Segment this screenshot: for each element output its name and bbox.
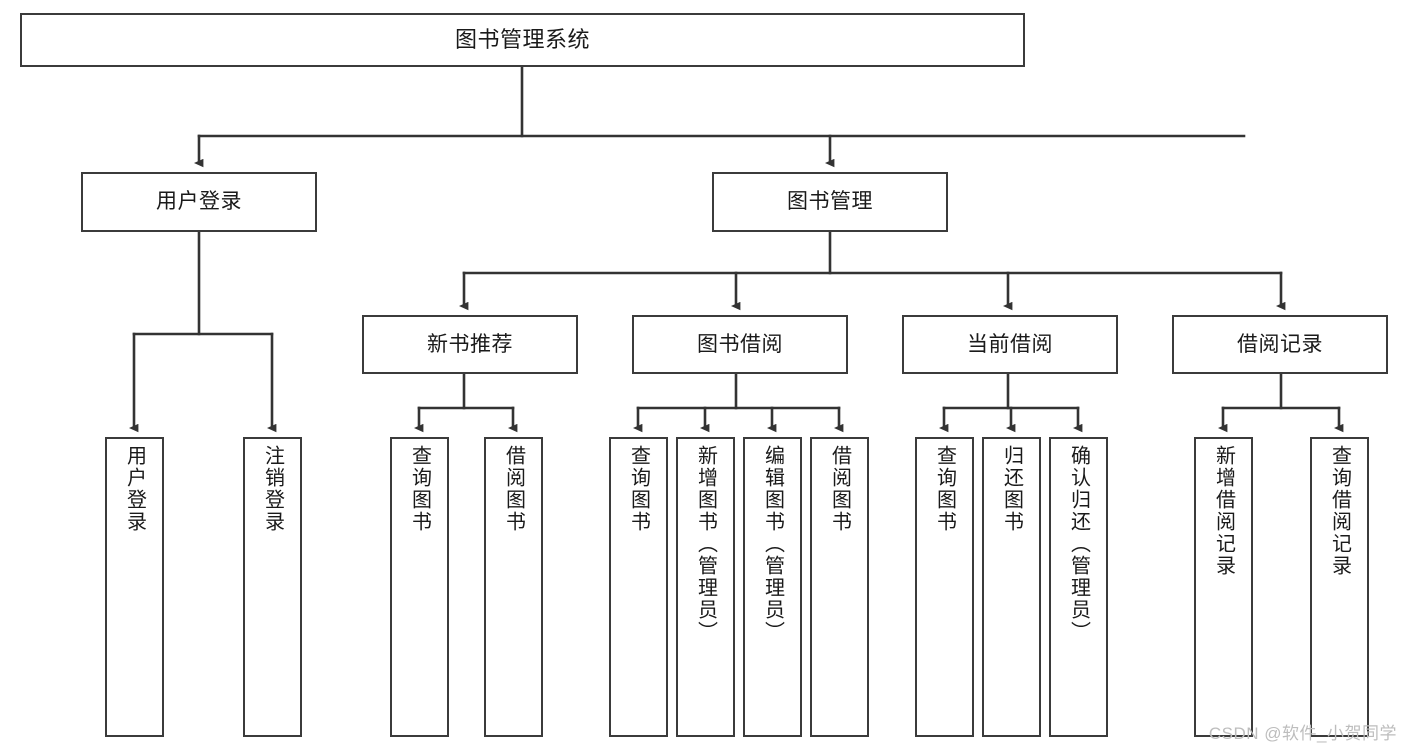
- leaf-borrow-borrow-book[interactable]: 借阅图书: [810, 437, 869, 737]
- node-new-book-recommendation[interactable]: 新书推荐: [362, 315, 578, 374]
- node-label: 借阅图书: [828, 445, 851, 533]
- node-label: 当前借阅: [967, 332, 1053, 356]
- leaf-user-login-signin[interactable]: 用户登录: [105, 437, 164, 737]
- leaf-current-return-book[interactable]: 归还图书: [982, 437, 1041, 737]
- leaf-borrow-add-book-admin[interactable]: 新增图书（管理员）: [676, 437, 735, 737]
- node-label: 图书管理系统: [454, 26, 590, 52]
- node-label: 确认归还（管理员）: [1067, 445, 1090, 643]
- node-current-borrowing[interactable]: 当前借阅: [902, 315, 1118, 374]
- node-label: 注销登录: [261, 445, 284, 533]
- node-label: 查询图书: [933, 445, 956, 533]
- node-label: 借阅图书: [502, 445, 525, 533]
- node-user-login[interactable]: 用户登录: [81, 172, 317, 232]
- node-root-system[interactable]: 图书管理系统: [20, 13, 1025, 67]
- node-label: 归还图书: [1000, 445, 1023, 533]
- node-book-management[interactable]: 图书管理: [712, 172, 948, 232]
- node-label: 新增图书（管理员）: [694, 445, 717, 643]
- leaf-new-book-query[interactable]: 查询图书: [390, 437, 449, 737]
- leaf-borrow-edit-book-admin[interactable]: 编辑图书（管理员）: [743, 437, 802, 737]
- node-label: 图书借阅: [697, 332, 783, 356]
- leaf-current-confirm-return-admin[interactable]: 确认归还（管理员）: [1049, 437, 1108, 737]
- node-label: 新增借阅记录: [1212, 445, 1235, 577]
- leaf-current-query-book[interactable]: 查询图书: [915, 437, 974, 737]
- node-label: 查询图书: [627, 445, 650, 533]
- leaf-user-login-signout[interactable]: 注销登录: [243, 437, 302, 737]
- node-label: 用户登录: [123, 445, 146, 533]
- leaf-records-query-record[interactable]: 查询借阅记录: [1310, 437, 1369, 737]
- node-label: 借阅记录: [1237, 332, 1323, 356]
- leaf-new-book-borrow[interactable]: 借阅图书: [484, 437, 543, 737]
- node-label: 新书推荐: [427, 332, 513, 356]
- node-label: 编辑图书（管理员）: [761, 445, 784, 643]
- node-label: 图书管理: [787, 190, 873, 214]
- leaf-borrow-query-book[interactable]: 查询图书: [609, 437, 668, 737]
- node-book-borrowing[interactable]: 图书借阅: [632, 315, 848, 374]
- node-label: 查询图书: [408, 445, 431, 533]
- node-borrow-records[interactable]: 借阅记录: [1172, 315, 1388, 374]
- node-label: 查询借阅记录: [1328, 445, 1351, 577]
- watermark-text: CSDN @软件_小贺同学: [1208, 724, 1397, 743]
- leaf-records-add-record[interactable]: 新增借阅记录: [1194, 437, 1253, 737]
- node-label: 用户登录: [156, 190, 242, 214]
